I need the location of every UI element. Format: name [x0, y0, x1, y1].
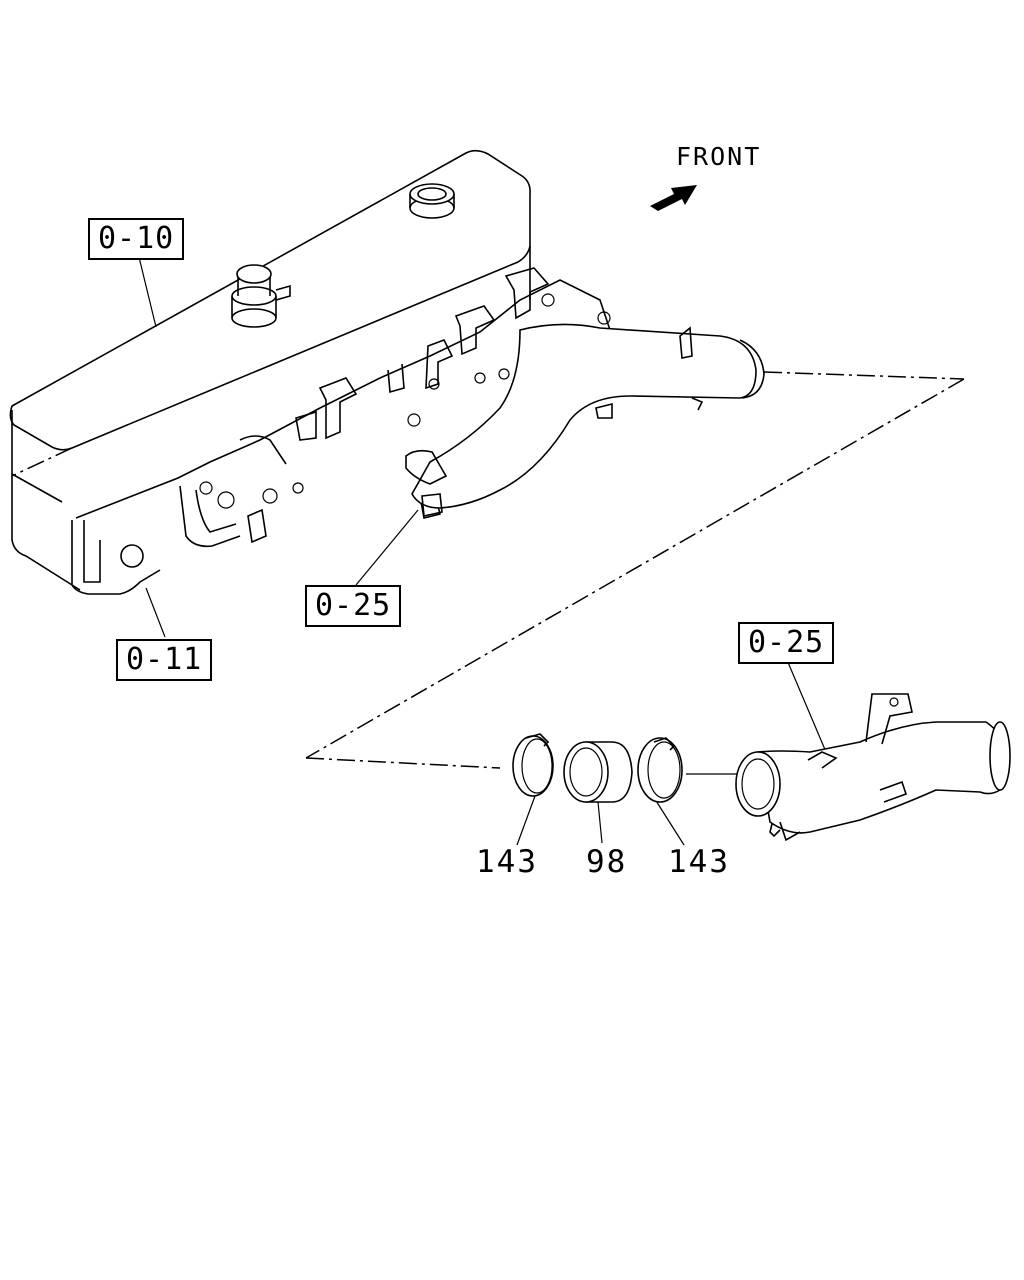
explode-line-cover: [11, 447, 73, 477]
water-pipe-icon: [735, 693, 1011, 842]
hose-icon: [563, 741, 633, 803]
callout-0-25-pipe[interactable]: 0-25: [738, 622, 835, 664]
leader-0-25-pipe: [786, 659, 830, 760]
leader-0-11: [145, 587, 166, 638]
installed-water-pipe: [405, 323, 765, 517]
breather-cap-icon: [409, 183, 455, 219]
front-arrow-icon: [650, 185, 697, 211]
callout-0-11[interactable]: 0-11: [116, 639, 213, 681]
callout-0-10[interactable]: 0-10: [88, 218, 185, 260]
leader-143-right: [652, 795, 685, 846]
exhaust-manifold: [75, 267, 611, 548]
leader-0-10: [137, 252, 157, 328]
engine-head-assembly: [9, 149, 531, 595]
hose-clamp-left-icon: [512, 733, 554, 797]
part-number-143-left[interactable]: 143: [476, 844, 538, 880]
leader-143-left: [516, 795, 536, 846]
callout-0-25-engine[interactable]: 0-25: [305, 585, 402, 627]
part-number-143-right[interactable]: 143: [668, 844, 730, 880]
explode-line-top: [763, 371, 965, 380]
oil-filler-cap-icon: [231, 264, 291, 328]
part-number-98[interactable]: 98: [586, 844, 628, 880]
front-direction-label: FRONT: [676, 142, 762, 171]
explode-line-bottom: [305, 757, 501, 769]
explode-line-diagonal: [305, 378, 965, 759]
hose-clamp-right-icon: [637, 737, 683, 803]
leader-0-25-engine: [355, 509, 419, 586]
leader-98: [597, 801, 603, 844]
